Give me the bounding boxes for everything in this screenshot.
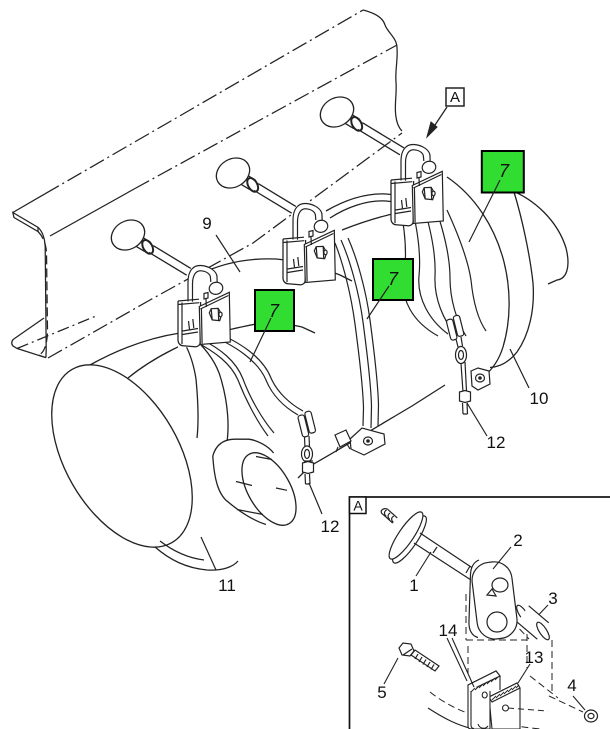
svg-text:2: 2 bbox=[513, 531, 522, 550]
svg-text:10: 10 bbox=[530, 389, 549, 408]
svg-text:9: 9 bbox=[202, 214, 211, 233]
svg-text:7: 7 bbox=[499, 161, 510, 181]
svg-text:7: 7 bbox=[269, 301, 280, 321]
svg-text:12: 12 bbox=[487, 433, 506, 452]
svg-text:13: 13 bbox=[525, 648, 544, 667]
svg-text:14: 14 bbox=[439, 621, 458, 640]
svg-text:3: 3 bbox=[548, 589, 557, 608]
svg-text:12: 12 bbox=[321, 517, 340, 536]
svg-text:11: 11 bbox=[218, 576, 236, 595]
svg-text:A: A bbox=[450, 89, 460, 106]
svg-text:1: 1 bbox=[409, 576, 418, 595]
svg-text:4: 4 bbox=[567, 676, 576, 695]
svg-text:7: 7 bbox=[388, 269, 399, 289]
svg-text:5: 5 bbox=[377, 683, 386, 702]
svg-text:A: A bbox=[353, 498, 363, 514]
